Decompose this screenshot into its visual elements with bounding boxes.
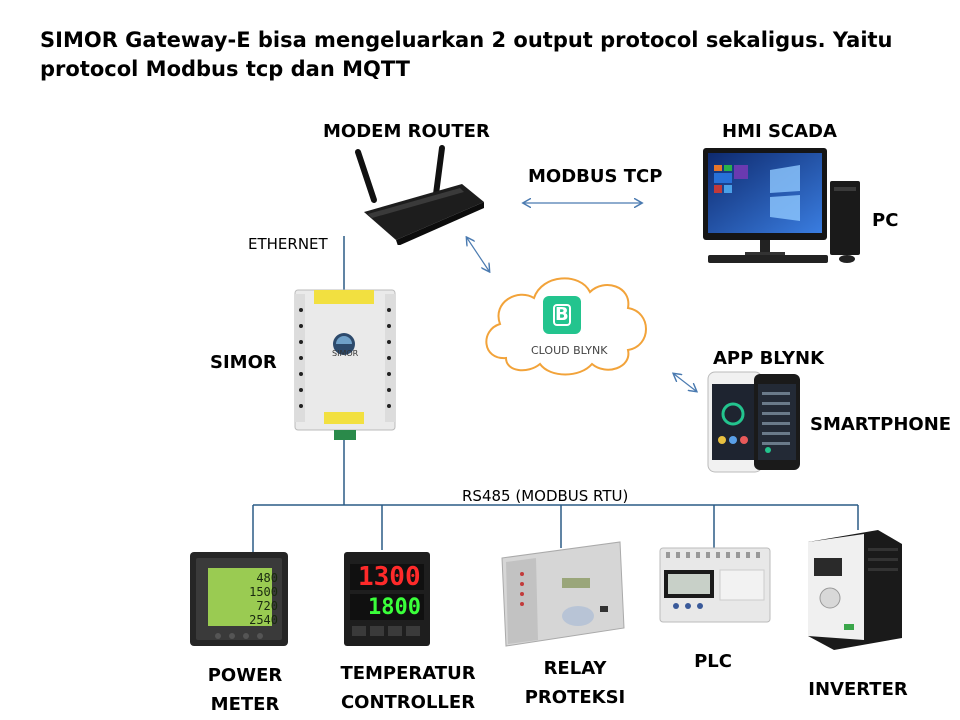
label-plc: PLC xyxy=(694,651,732,672)
power-meter-readings: 480 1500 720 2540 xyxy=(249,571,278,627)
simor-module-image xyxy=(294,289,396,440)
temperature-controller-image xyxy=(344,552,430,646)
smartphone-image xyxy=(707,371,800,473)
label-ethernet: ETHERNET xyxy=(248,235,328,253)
label-modem-router: MODEM ROUTER xyxy=(323,121,490,142)
cloud-phone-arrow xyxy=(674,374,696,391)
hmi-scada-pc-image xyxy=(703,148,860,263)
label-simor: SIMOR xyxy=(210,352,277,373)
blynk-logo-letter: B xyxy=(555,304,569,325)
label-rs485: RS485 (MODBUS RTU) xyxy=(462,487,629,505)
cloud-blynk-image xyxy=(485,277,647,376)
modem-router-image xyxy=(355,145,484,245)
label-app-blynk: APP BLYNK xyxy=(713,348,825,369)
cloud-blynk-text: CLOUD BLYNK xyxy=(531,344,608,357)
simor-logo-text: SIMOR xyxy=(332,349,359,358)
label-hmi-scada: HMI SCADA xyxy=(722,121,837,142)
label-inverter: INVERTER xyxy=(808,679,908,700)
inverter-image xyxy=(808,530,902,650)
page-title: SIMOR Gateway-E bisa mengeluarkan 2 outp… xyxy=(40,28,893,81)
label-smartphone: SMARTPHONE xyxy=(810,414,952,435)
label-pc: PC xyxy=(872,210,899,231)
plc-image xyxy=(659,547,771,623)
power-meter-image xyxy=(190,552,288,646)
temp-sv-reading: 1800 xyxy=(368,595,421,620)
temp-pv-reading: 1300 xyxy=(358,562,421,592)
router-cloud-arrow xyxy=(467,238,489,271)
relay-proteksi-image xyxy=(501,541,625,647)
label-modbus-tcp: MODBUS TCP xyxy=(528,166,663,187)
